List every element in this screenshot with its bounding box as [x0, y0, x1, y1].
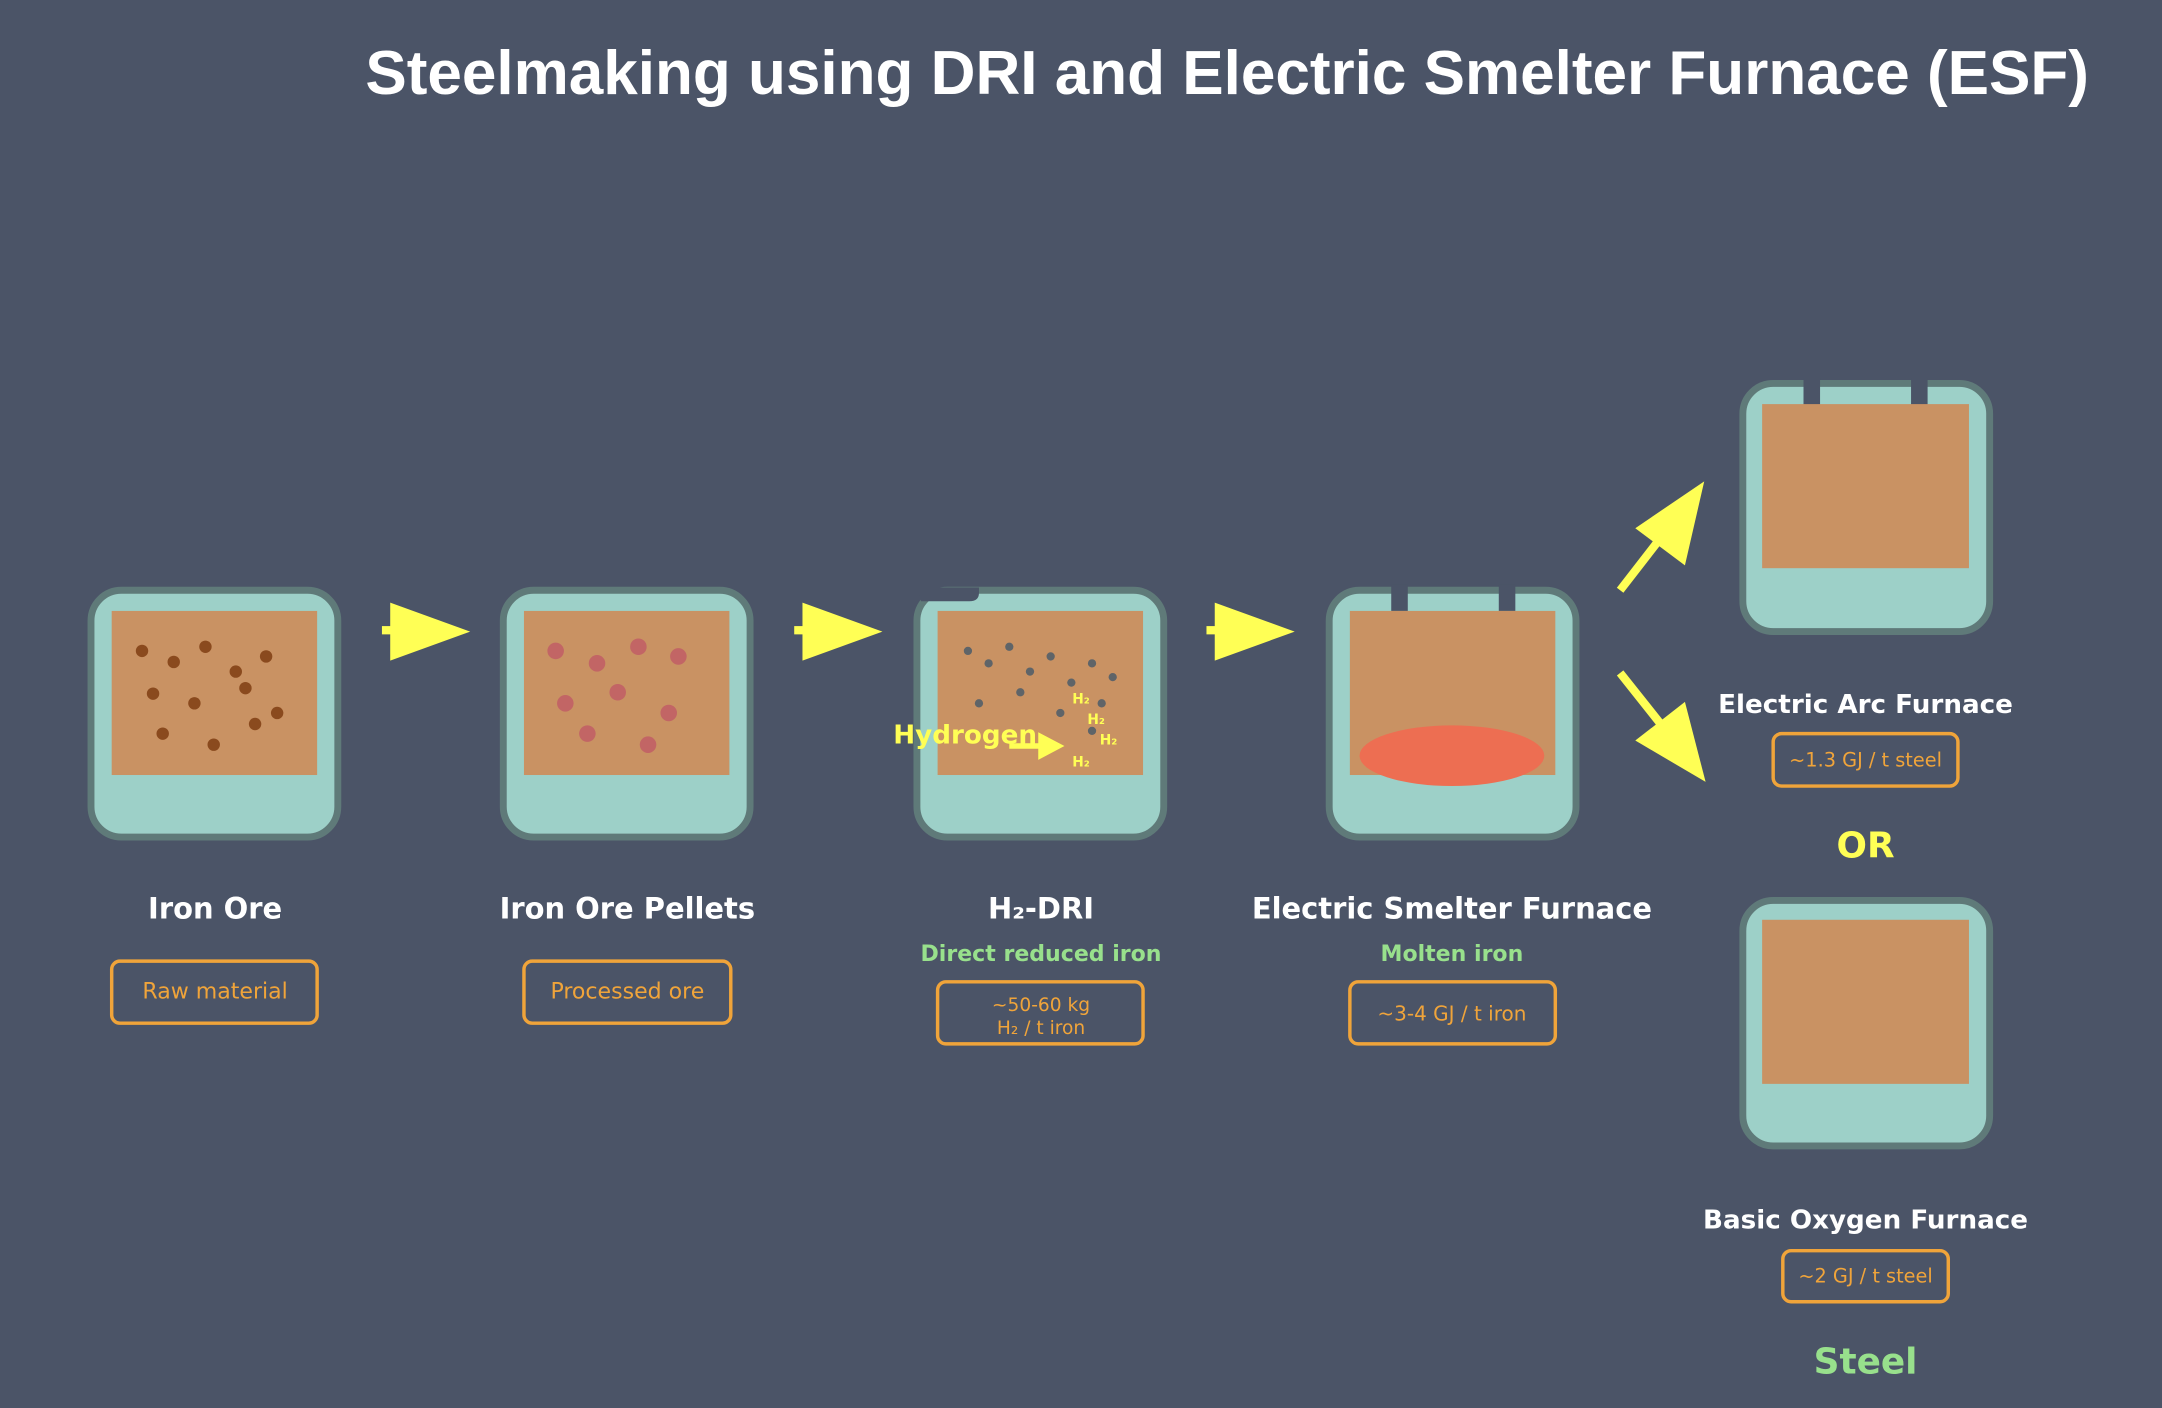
electrode: [1911, 377, 1928, 406]
arrow-down-right-icon: [1616, 670, 1706, 782]
ore-particle: [188, 697, 201, 710]
output-bof: Basic Oxygen Furnace ~2 GJ / t steel: [1703, 897, 2028, 1304]
material-fill: [1762, 919, 1969, 1084]
badge: [1781, 1248, 1951, 1304]
pellet-particles: [547, 638, 687, 753]
stage-pellets: Iron Ore Pellets Processed ore: [500, 586, 756, 1025]
dri-particle: [1016, 688, 1025, 697]
dri-particle: [1097, 699, 1106, 708]
dri-particle: [1108, 672, 1117, 682]
pellet: [660, 704, 678, 722]
stage-subtitle: Molten iron: [1381, 942, 1524, 967]
stage-name: Iron Ore: [148, 891, 282, 925]
electrode: [1391, 584, 1408, 611]
electrode: [1498, 584, 1516, 611]
dri-particle: [1067, 678, 1076, 687]
or-label: OR: [1837, 826, 1895, 867]
arrow-up-right-icon: [1616, 481, 1705, 593]
vessel-notch: [916, 587, 979, 602]
pellet: [630, 638, 647, 656]
stage-name: H₂-DRI: [988, 891, 1094, 925]
ore-particle: [199, 640, 212, 653]
arrow-right-icon: [794, 602, 883, 661]
ore-particle: [207, 738, 220, 751]
badge: [109, 959, 319, 1025]
ore-particles: [135, 640, 284, 751]
ore-particle: [270, 706, 284, 720]
dri-particle: [1087, 659, 1097, 668]
ore-particle: [239, 681, 252, 695]
dri-particle: [1046, 652, 1055, 661]
badge-text: ~3-4 GJ / t iron: [1377, 1001, 1526, 1025]
ore-particle: [248, 717, 262, 731]
pellet: [588, 655, 606, 672]
dri-particle: [1005, 642, 1014, 651]
pellet: [547, 642, 564, 660]
stage-h2-dri: H₂ H₂ H₂ H₂ Hydrogen H₂-DRI Direct reduced …: [893, 586, 1168, 1046]
arrow-right-icon: [1206, 602, 1295, 661]
ore-particle: [259, 650, 273, 663]
badge: [522, 959, 733, 1025]
ore-particle: [229, 665, 242, 678]
h2-molecule-label: H₂: [1072, 755, 1090, 771]
dri-particle: [1087, 726, 1097, 736]
hydrogen-molecules: H₂ H₂ H₂ H₂: [1072, 691, 1117, 770]
pellet: [639, 736, 657, 753]
dri-particle: [963, 646, 973, 656]
material-fill: [523, 610, 730, 776]
arrow-right-icon: [381, 602, 471, 661]
pellet: [557, 695, 574, 712]
ore-particle: [146, 687, 160, 700]
page-title: Steelmaking using DRI and Electric Smelt…: [365, 39, 2089, 108]
material-fill: [1762, 404, 1969, 569]
hydrogen-label: Hydrogen: [893, 720, 1037, 750]
stage-esf: Electric Smelter Furnace Molten iron ~3-…: [1252, 584, 1652, 1046]
dri-particle: [1025, 667, 1035, 676]
badge-text: Processed ore: [550, 979, 704, 1004]
badge-text: Raw material: [142, 979, 287, 1004]
stage-iron-ore: Iron Ore Raw material: [87, 586, 342, 1025]
hydrogen-arrow-icon: [1009, 732, 1065, 760]
dri-particles: [963, 642, 1117, 736]
output-name: Basic Oxygen Furnace: [1703, 1206, 2028, 1236]
badge-text: ~1.3 GJ / t steel: [1789, 749, 1942, 772]
h2-molecule-label: H₂: [1072, 691, 1090, 707]
stage-subtitle: Direct reduced iron: [920, 942, 1161, 967]
badge: [1771, 731, 1960, 788]
output-name: Electric Arc Furnace: [1718, 690, 2013, 720]
badge: [935, 980, 1145, 1046]
badge-text-line2: H₂ / t iron: [997, 1018, 1085, 1039]
h2-molecule-label: H₂: [1100, 733, 1118, 749]
dri-particle: [974, 699, 984, 708]
dri-particle: [984, 659, 993, 668]
stage-name: Electric Smelter Furnace: [1252, 891, 1652, 925]
ore-particle: [156, 727, 169, 740]
electrode: [1803, 377, 1821, 406]
molten-iron-pool: [1359, 725, 1545, 787]
pellet: [670, 648, 687, 665]
pellet: [579, 725, 596, 742]
ore-particle: [135, 644, 149, 658]
pellet: [609, 684, 626, 701]
output-eaf: Electric Arc Furnace ~1.3 GJ / t steel: [1718, 377, 2013, 788]
ore-particle: [167, 655, 180, 669]
dri-particle: [1056, 708, 1065, 718]
h2-molecule-label: H₂: [1087, 712, 1105, 728]
badge: [1348, 980, 1558, 1046]
stage-name: Iron Ore Pellets: [500, 891, 756, 925]
final-product-label: Steel: [1814, 1341, 1918, 1382]
badge-text-line1: ~50-60 kg: [992, 995, 1090, 1016]
badge-text: ~2 GJ / t steel: [1798, 1264, 1932, 1287]
